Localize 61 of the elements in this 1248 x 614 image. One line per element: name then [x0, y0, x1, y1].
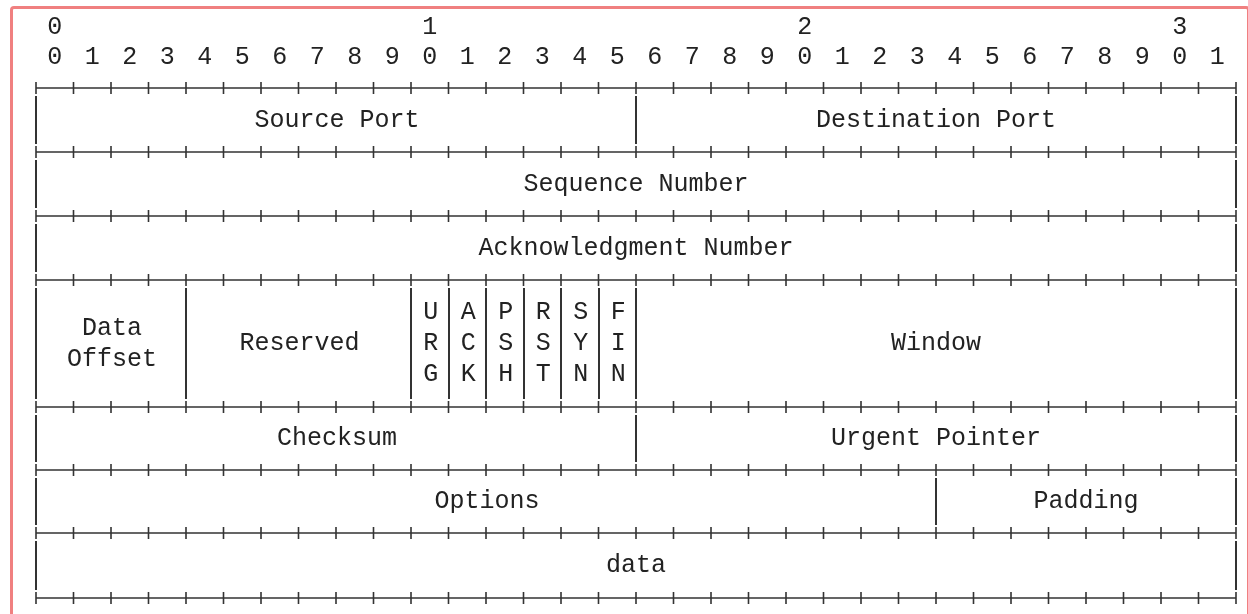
bit-number: 5 — [983, 43, 1001, 73]
bit-number: 4 — [571, 43, 589, 73]
bit-number: 4 — [196, 43, 214, 73]
field-name: R S T — [534, 297, 552, 390]
bit-number: 1 — [1208, 43, 1226, 73]
bit-number: 0 — [46, 13, 64, 43]
bit-number: 1 — [833, 43, 851, 73]
field-name: A C K — [459, 297, 477, 390]
field-name: Source Port — [254, 104, 420, 136]
field-name: U R G — [422, 297, 440, 390]
bit-number: 6 — [271, 43, 289, 73]
header-field — [35, 160, 1237, 208]
bit-number: 2 — [121, 43, 139, 73]
bit-number: 3 — [158, 43, 176, 73]
field-name: Destination Port — [815, 104, 1056, 136]
bit-number: 2 — [871, 43, 889, 73]
field-name: Options — [434, 486, 540, 517]
bit-number: 3 — [908, 43, 926, 73]
field-name: Checksum — [277, 423, 397, 454]
field-name: Window — [891, 328, 981, 359]
bit-number: 6 — [1021, 43, 1039, 73]
bit-number: 2 — [496, 43, 514, 73]
bit-number: 4 — [946, 43, 964, 73]
bit-number: 9 — [758, 43, 776, 73]
bit-number: 9 — [383, 43, 401, 73]
bit-number: 1 — [458, 43, 476, 73]
field-name: Reserved — [239, 328, 360, 359]
bit-number: 0 — [46, 43, 64, 73]
bit-number: 3 — [1171, 13, 1189, 43]
field-name: Acknowledgment Number — [478, 232, 794, 264]
field-name: Urgent Pointer — [830, 423, 1041, 454]
bit-number: 2 — [796, 13, 814, 43]
bit-number: 0 — [421, 43, 439, 73]
bit-number: 3 — [533, 43, 551, 73]
field-name: S Y N — [572, 297, 590, 390]
header-field — [935, 478, 1237, 525]
header-field — [35, 541, 1237, 590]
bit-number: 0 — [1171, 43, 1189, 73]
field-name: P S H — [497, 297, 515, 390]
bit-number: 7 — [1058, 43, 1076, 73]
bit-number: 5 — [233, 43, 251, 73]
bit-number: 0 — [796, 43, 814, 73]
field-name: F I N — [609, 297, 627, 390]
bit-number: 7 — [683, 43, 701, 73]
bit-number: 9 — [1133, 43, 1151, 73]
field-name: data — [606, 550, 666, 581]
field-name: Sequence Number — [523, 168, 749, 200]
header-field — [635, 96, 1237, 144]
bit-number: 6 — [646, 43, 664, 73]
bit-number: 5 — [608, 43, 626, 73]
bit-number: 8 — [1096, 43, 1114, 73]
header-field — [635, 288, 1237, 399]
field-name: Padding — [1033, 486, 1139, 517]
bit-number: 1 — [83, 43, 101, 73]
header-field — [35, 224, 1237, 272]
bit-number: 7 — [308, 43, 326, 73]
header-field — [635, 415, 1237, 462]
bit-number: 8 — [346, 43, 364, 73]
field-name: Data Offset — [66, 312, 158, 375]
bit-number: 8 — [721, 43, 739, 73]
bit-number: 1 — [421, 13, 439, 43]
